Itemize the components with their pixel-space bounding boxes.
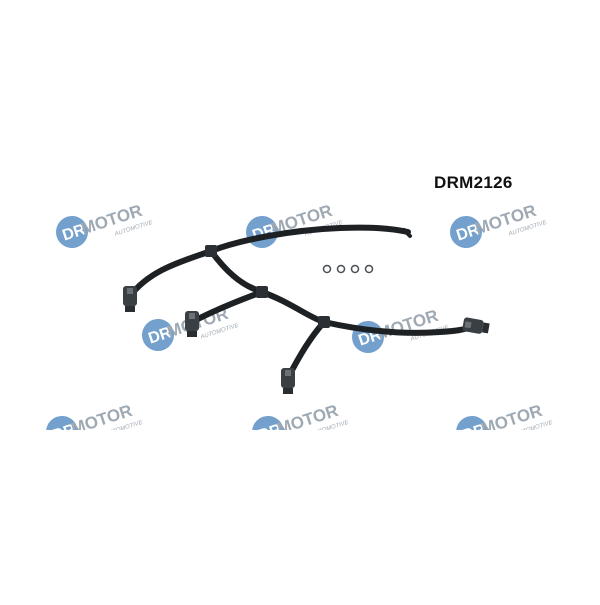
seal-ring-icon [336, 264, 346, 274]
seal-rings [322, 264, 374, 274]
fuel-return-hose-assembly-icon [127, 224, 476, 377]
watermark-initials: DR [460, 421, 488, 444]
watermark-logo: DR MOTOR AUTOMOTIVE [456, 401, 554, 444]
junction-pieces [205, 245, 330, 328]
watermark-initials: DR [146, 324, 174, 347]
part-number: DRM2126 [434, 173, 513, 192]
watermark-logo: DR MOTOR AUTOMOTIVE [252, 401, 350, 444]
watermark-brand: MOTOR [69, 401, 135, 439]
watermark-initials: DR [60, 221, 88, 244]
watermark-logo: DR MOTOR AUTOMOTIVE [56, 201, 154, 248]
watermark-brand: MOTOR [473, 201, 539, 239]
watermark-logo: DR MOTOR AUTOMOTIVE [450, 201, 548, 248]
watermark-logo: DR MOTOR AUTOMOTIVE [46, 401, 144, 444]
connector-icon [462, 317, 490, 334]
watermark-initials: DR [454, 221, 482, 244]
hose-top-line [208, 224, 411, 254]
seal-ring-icon [364, 264, 374, 274]
t-junction-icon [256, 286, 268, 298]
seal-ring-icon [350, 264, 360, 274]
connector-icon [185, 311, 199, 337]
connector-icon [123, 286, 137, 312]
watermark-brand: MOTOR [275, 401, 341, 439]
t-junction-icon [205, 245, 217, 257]
watermark-logo: DR MOTOR AUTOMOTIVE [246, 201, 344, 248]
hose-left-branch [127, 248, 214, 299]
watermark-initials: DR [256, 421, 284, 444]
hose-lower-branch [287, 319, 327, 377]
watermark-tagline: AUTOMOTIVE [309, 419, 350, 438]
watermark-tagline: AUTOMOTIVE [513, 419, 554, 438]
seal-ring-icon [322, 264, 332, 274]
watermark-brand: MOTOR [375, 306, 441, 344]
watermark-circle [56, 216, 88, 248]
connector-icon [281, 368, 295, 394]
hose-middle-line [208, 248, 327, 325]
watermark-tagline: AUTOMOTIVE [103, 419, 144, 438]
watermark-initials: DR [50, 421, 78, 444]
watermark-brand: MOTOR [79, 201, 145, 239]
watermark-brand: MOTOR [479, 401, 545, 439]
t-junction-icon [318, 316, 330, 328]
